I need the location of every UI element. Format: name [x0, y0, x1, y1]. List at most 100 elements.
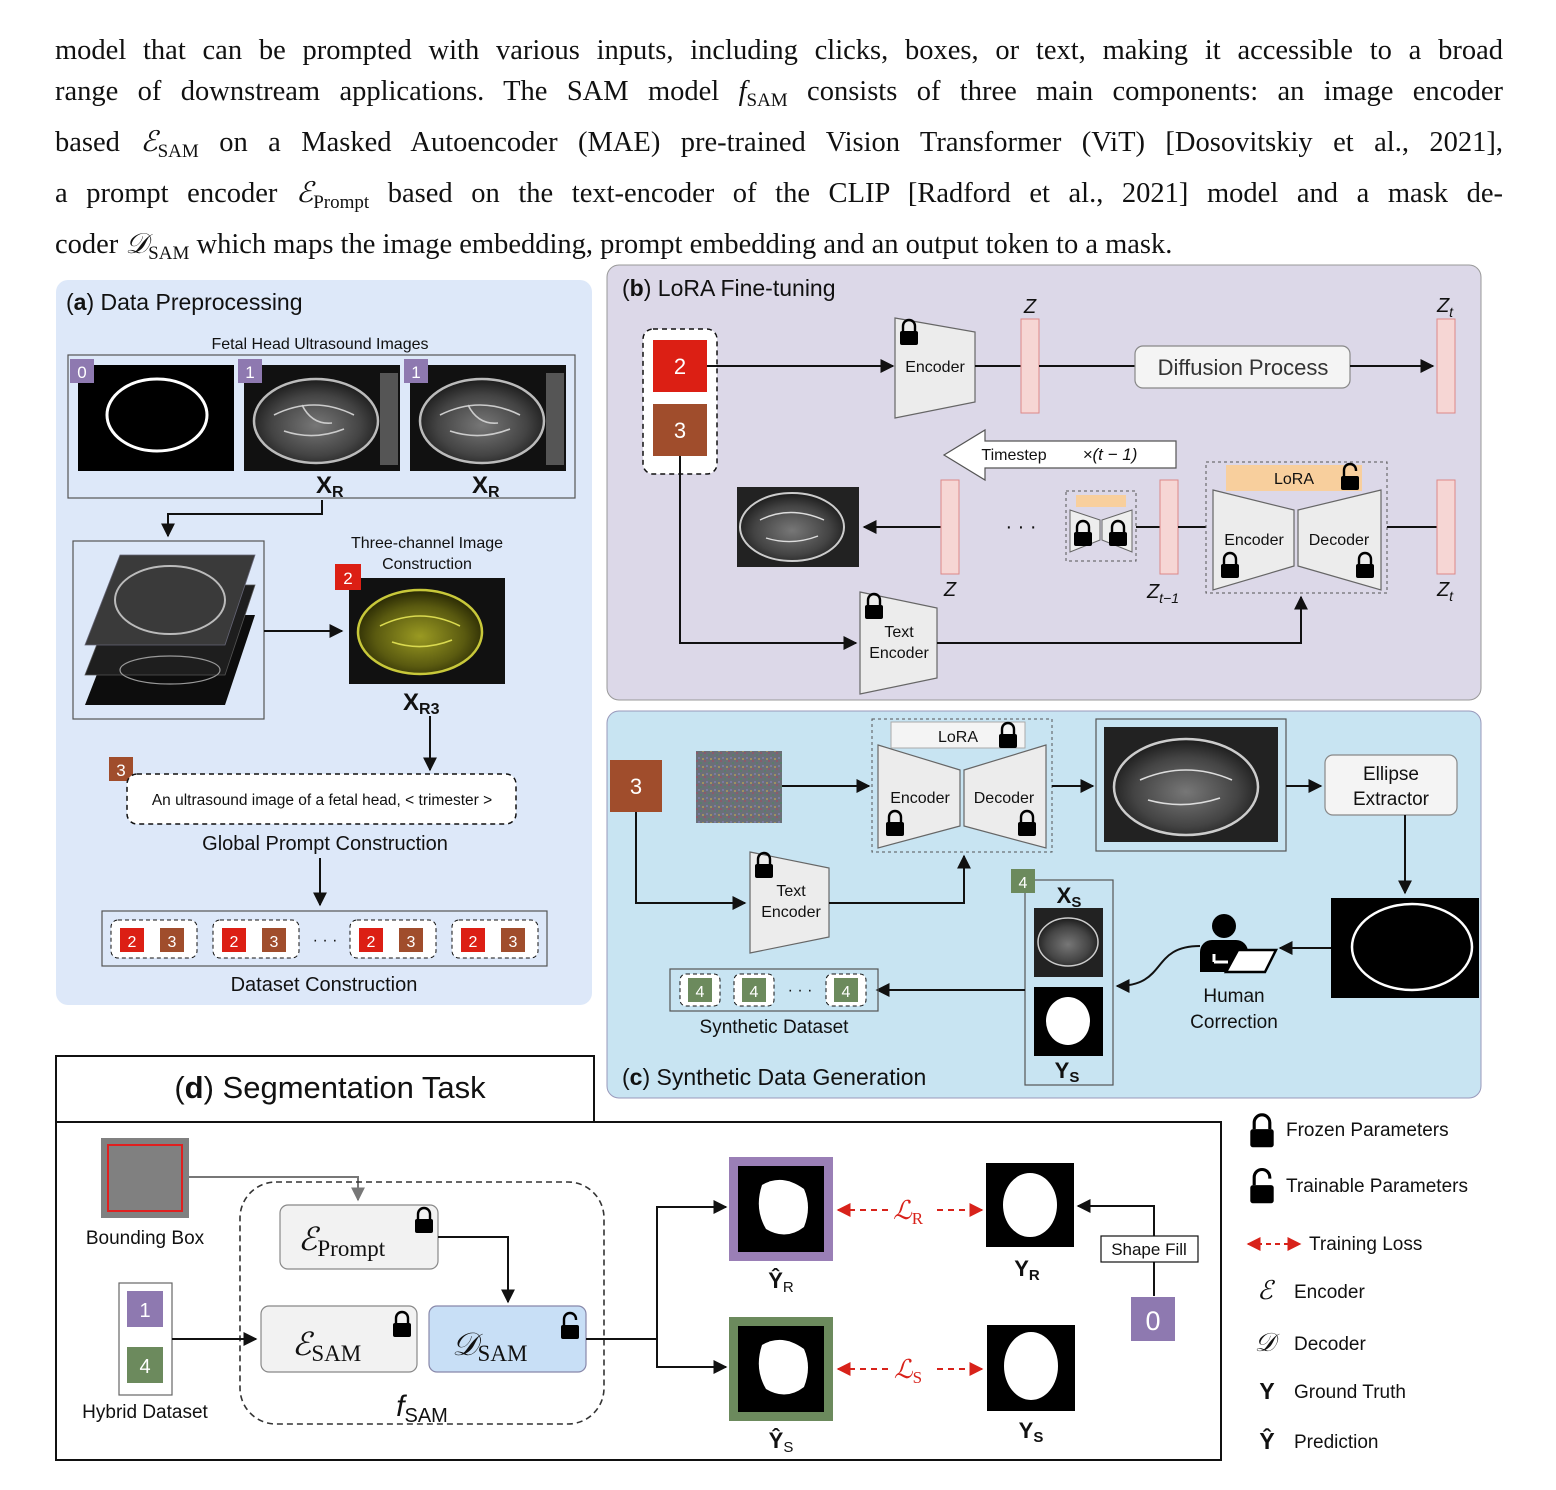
- panel-d-badge-0: [1131, 1297, 1175, 1341]
- legend-loss: Training Loss: [1309, 1234, 1422, 1255]
- dots-b: · · ·: [1005, 516, 1036, 538]
- d-sam-label: 𝒟SAM: [452, 1326, 527, 1366]
- three-channel-title-2: Construction: [382, 556, 472, 573]
- svg-text:4: 4: [139, 1356, 150, 1378]
- dataset-frame: [101, 910, 548, 967]
- e-sam-box: [260, 1305, 418, 1373]
- synthetic-pair-frame: [1024, 879, 1114, 1086]
- svg-text:0: 0: [1145, 1306, 1160, 1336]
- badge-3-label: 3: [116, 761, 125, 780]
- z-top-label: Z: [1023, 296, 1037, 318]
- diffusion-process-label: Diffusion Process: [1158, 355, 1329, 380]
- timestep-label: Timestep: [981, 447, 1046, 464]
- synthetic-dataset-frame: [669, 968, 879, 1012]
- badge-3: [109, 757, 133, 781]
- zt-bottom-label: Zt: [1436, 579, 1454, 604]
- panel-b-title: (b) LoRA Fine-tuning: [622, 275, 836, 301]
- legend: Frozen Parameters Trainable Parameters T…: [1246, 1113, 1468, 1454]
- three-channel-title-1: Three-channel Image: [351, 535, 503, 552]
- zt-top-label: Zt: [1436, 295, 1454, 320]
- para-line-2: range of downstream applications. The SA…: [55, 76, 1503, 111]
- legend-gt-symbol: Y: [1259, 1378, 1274, 1404]
- latent-z-bottom: [940, 479, 960, 575]
- svg-text:· · ·: · · ·: [313, 932, 338, 949]
- panel-c-synthetic-data: 3 LoRA Encoder Decoder Ellipse Extractor: [606, 710, 1482, 1099]
- badge-1a: [238, 359, 262, 383]
- legend-decoder: Decoder: [1294, 1334, 1366, 1355]
- panel-b-lora-finetuning: (b) LoRA Fine-tuning 2 3 Encoder Z Diffu…: [606, 264, 1482, 701]
- svg-text:4: 4: [696, 984, 705, 1001]
- yhat-s-label: ŶS: [769, 1428, 794, 1456]
- xr-label-1: XR: [316, 472, 344, 501]
- legend-pred-symbol: Ŷ: [1259, 1427, 1274, 1454]
- lora-label-b: LoRA: [1274, 471, 1314, 488]
- svg-text:· · ·: · · ·: [788, 982, 813, 999]
- svg-text:3: 3: [509, 934, 518, 951]
- svg-text:3: 3: [407, 934, 416, 951]
- synthetic-dataset-items: 4 4 · · · 4: [679, 973, 867, 1007]
- y-s-label: YS: [1019, 1418, 1044, 1446]
- shape-fill-box: [1100, 1235, 1199, 1263]
- ultrasound-image-2: [408, 363, 568, 473]
- svg-text:Encoder: Encoder: [890, 790, 950, 807]
- mask-ellipse: [105, 377, 209, 453]
- svg-text:1: 1: [139, 1300, 150, 1322]
- legend-pred: Prediction: [1294, 1432, 1379, 1453]
- legend-gt: Ground Truth: [1294, 1382, 1406, 1403]
- panel-d-segmentation: (d) Segmentation Task Bounding Box ℰProm…: [55, 1055, 1222, 1461]
- badge-0-label: 0: [77, 363, 86, 382]
- lora-bar-b: [1226, 465, 1362, 491]
- latent-zt1: [1159, 479, 1179, 575]
- para-line-4: a prompt encoder ℰPrompt based on the te…: [55, 176, 1503, 213]
- ellipse-extractor-box: [1324, 754, 1458, 816]
- lora-label-c: LoRA: [938, 729, 978, 746]
- loss-s-label: ℒS: [894, 1354, 922, 1387]
- fsam-region: [239, 1181, 605, 1425]
- badge-1b: [404, 359, 428, 383]
- panel-b-badge-3-label: 3: [674, 418, 686, 443]
- svg-text:Ellipse: Ellipse: [1363, 764, 1419, 785]
- svg-text:4: 4: [750, 984, 759, 1001]
- svg-text:2: 2: [469, 934, 478, 951]
- global-prompt-label: Global Prompt Construction: [202, 833, 448, 855]
- badge-1b-label: 1: [411, 363, 420, 382]
- para-line-5: coder 𝒟SAM which maps the image embeddin…: [55, 227, 1173, 264]
- svg-text:Decoder: Decoder: [974, 790, 1035, 807]
- panel-c-badge-3-label: 3: [630, 774, 642, 799]
- dataset-pairs: 2 3 2 3 · · · 2 3 2 3: [110, 919, 539, 959]
- unet-decoder-label-b: Decoder: [1309, 532, 1370, 549]
- badge-2-label: 2: [343, 569, 352, 588]
- ellipse-mask-image: [78, 365, 234, 471]
- panel-d-title-tab: [55, 1055, 595, 1123]
- e-sam-label: ℰSAM: [292, 1326, 361, 1366]
- xr3-label: XR3: [403, 689, 440, 718]
- legend-frozen-lock-icon: [1248, 1113, 1276, 1149]
- svg-text:4: 4: [842, 984, 851, 1001]
- hybrid-badge-1: [127, 1291, 163, 1327]
- timestep-arrow: [942, 428, 1177, 482]
- fsam-label: fSAM: [396, 1390, 448, 1427]
- human-correction-icon: [1200, 914, 1279, 974]
- encoder-label: Encoder: [905, 359, 965, 376]
- svg-text:2: 2: [230, 934, 239, 951]
- svg-text:Extractor: Extractor: [1353, 789, 1430, 810]
- hybrid-dataset-label: Hybrid Dataset: [82, 1402, 208, 1423]
- svg-text:2: 2: [128, 934, 137, 951]
- e-prompt-label: ℰPrompt: [298, 1221, 386, 1261]
- svg-text:Human: Human: [1203, 986, 1264, 1007]
- bounding-box-label: Bounding Box: [86, 1228, 205, 1249]
- y-r-label: YR: [1014, 1256, 1040, 1284]
- svg-text:3: 3: [168, 934, 177, 951]
- bounding-box-image: [101, 1138, 189, 1218]
- panel-d-title: (d) Segmentation Task: [174, 1070, 486, 1105]
- svg-text:Text: Text: [884, 624, 914, 641]
- arrow-to-stack: [161, 500, 323, 538]
- noise-image: [696, 751, 782, 823]
- panel-c-badge-3: [610, 760, 662, 812]
- panel-b-badge-3: [653, 404, 707, 456]
- badge-0: [70, 359, 94, 383]
- svg-text:Encoder: Encoder: [869, 645, 929, 662]
- legend-encoder-symbol: ℰ: [1257, 1275, 1275, 1305]
- panel-a-title: (a) Data Preprocessing: [66, 289, 303, 315]
- legend-encoder: Encoder: [1294, 1282, 1365, 1303]
